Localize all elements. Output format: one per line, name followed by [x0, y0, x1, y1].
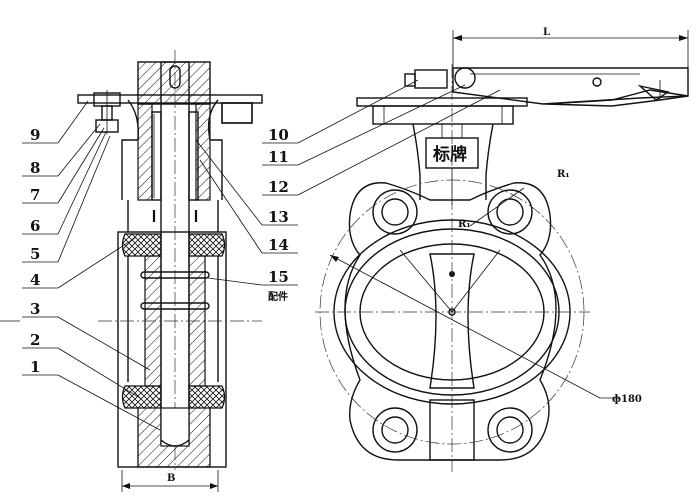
- part-label-3: 3: [30, 300, 40, 318]
- part-label-15: 15: [268, 268, 289, 286]
- part-label-2: 2: [30, 331, 40, 349]
- spare-parts-label: 配件: [268, 290, 288, 303]
- front-view: [315, 30, 689, 472]
- part-label-13: 13: [268, 208, 289, 226]
- part-label-5: 5: [30, 245, 40, 263]
- dimension-L-label: L: [543, 27, 550, 38]
- dimension-B-label: B: [167, 473, 175, 484]
- radius-label-outer: R₁: [557, 169, 570, 180]
- part-label-11: 11: [268, 148, 289, 166]
- part-label-4: 4: [30, 271, 40, 289]
- dimension-diameter-label: ф180: [612, 394, 642, 405]
- radius-label-inner: R₁: [458, 219, 471, 230]
- part-label-10: 10: [268, 126, 289, 144]
- part-label-7: 7: [30, 186, 40, 204]
- nameplate-label: 标牌: [433, 144, 467, 165]
- part-label-14: 14: [268, 236, 289, 254]
- part-label-8: 8: [30, 159, 40, 177]
- part-label-12: 12: [268, 178, 289, 196]
- part-leader-lines: [22, 79, 501, 431]
- part-label-6: 6: [30, 217, 40, 235]
- part-label-1: 1: [30, 358, 40, 376]
- section-view: [0, 50, 263, 492]
- part-label-9: 9: [30, 126, 40, 144]
